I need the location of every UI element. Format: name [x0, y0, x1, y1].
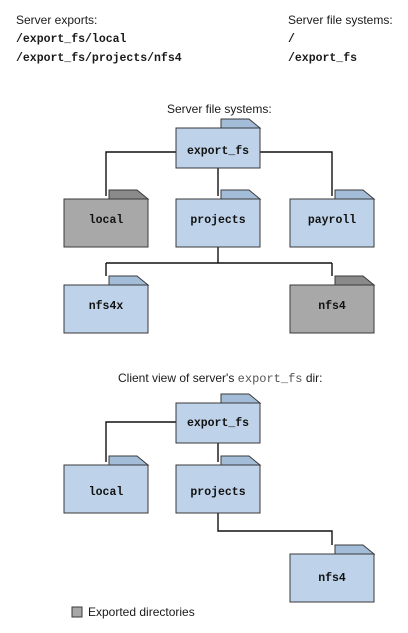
folder-body — [175, 402, 261, 444]
server-file-systems-title: Server file systems: — [288, 13, 393, 27]
folder-tab — [334, 275, 376, 286]
folder-tab — [220, 455, 262, 466]
client-folder-label-nfs4: nfs4 — [318, 572, 346, 585]
connector-root-payroll — [258, 151, 333, 196]
connector-root-local — [105, 151, 178, 196]
folder-body — [175, 127, 261, 169]
folder-tab — [334, 544, 376, 555]
folder-label-projects: projects — [190, 214, 245, 227]
folder-tab — [220, 118, 262, 129]
client-folder-label-projects: projects — [190, 486, 245, 499]
server-file-system-path-2: /export_fs — [288, 52, 358, 65]
folder-body — [175, 198, 261, 248]
folder-tab — [220, 393, 262, 404]
folder-client-nfs4: nfs4 — [289, 544, 376, 603]
client-tree-title-prefix: Client view of server's — [118, 371, 238, 385]
folder-client-local: local — [63, 455, 150, 514]
client-connector-projects-nfs4 — [217, 513, 333, 545]
folder-body — [289, 198, 375, 248]
folder-label-nfs4: nfs4 — [318, 300, 346, 313]
folder-tab — [220, 189, 262, 200]
folder-server-export-fs: export_fs — [175, 118, 262, 169]
server-tree-connectors — [105, 151, 333, 276]
folder-body — [289, 284, 375, 334]
folder-label-nfs4x: nfs4x — [89, 300, 124, 313]
folder-server-nfs4x: nfs4x — [63, 275, 150, 334]
folder-label-payroll: payroll — [308, 214, 356, 227]
server-export-path-2: /export_fs/projects/nfs4 — [16, 52, 182, 65]
folder-body — [175, 464, 261, 514]
client-connector-root-local — [105, 421, 178, 462]
server-tree-title: Server file systems: — [167, 102, 272, 116]
folder-client-export-fs: export_fs — [175, 393, 262, 444]
folder-label-local: local — [89, 214, 124, 227]
folder-body — [63, 464, 149, 514]
legend-swatch — [71, 606, 83, 618]
client-folder-label-export-fs: export_fs — [187, 417, 249, 430]
folder-body — [63, 284, 149, 334]
folder-server-local: local — [63, 189, 150, 248]
client-tree-title: Client view of server's export_fs dir: — [118, 371, 323, 386]
folder-tab — [334, 189, 376, 200]
client-folder-label-local: local — [89, 486, 124, 499]
folder-server-nfs4: nfs4 — [289, 275, 376, 334]
folder-client-projects: projects — [175, 455, 262, 514]
client-tree-title-code: export_fs — [237, 372, 303, 386]
legend-label: Exported directories — [88, 605, 195, 619]
server-file-system-path-1: / — [288, 33, 295, 46]
folder-server-payroll: payroll — [289, 189, 376, 248]
folder-tab — [108, 189, 150, 200]
server-export-path-1: /export_fs/local — [16, 33, 127, 46]
folder-server-projects: projects — [175, 189, 262, 248]
server-exports-title: Server exports: — [16, 13, 98, 27]
folder-body — [63, 198, 149, 248]
legend: Exported directories — [71, 605, 195, 619]
folder-label-export-fs: export_fs — [187, 145, 249, 158]
client-tree-title-suffix: dir: — [302, 371, 323, 385]
folder-tab — [108, 275, 150, 286]
folder-tab — [108, 455, 150, 466]
folder-body — [289, 553, 375, 603]
client-tree-connectors — [105, 421, 333, 545]
